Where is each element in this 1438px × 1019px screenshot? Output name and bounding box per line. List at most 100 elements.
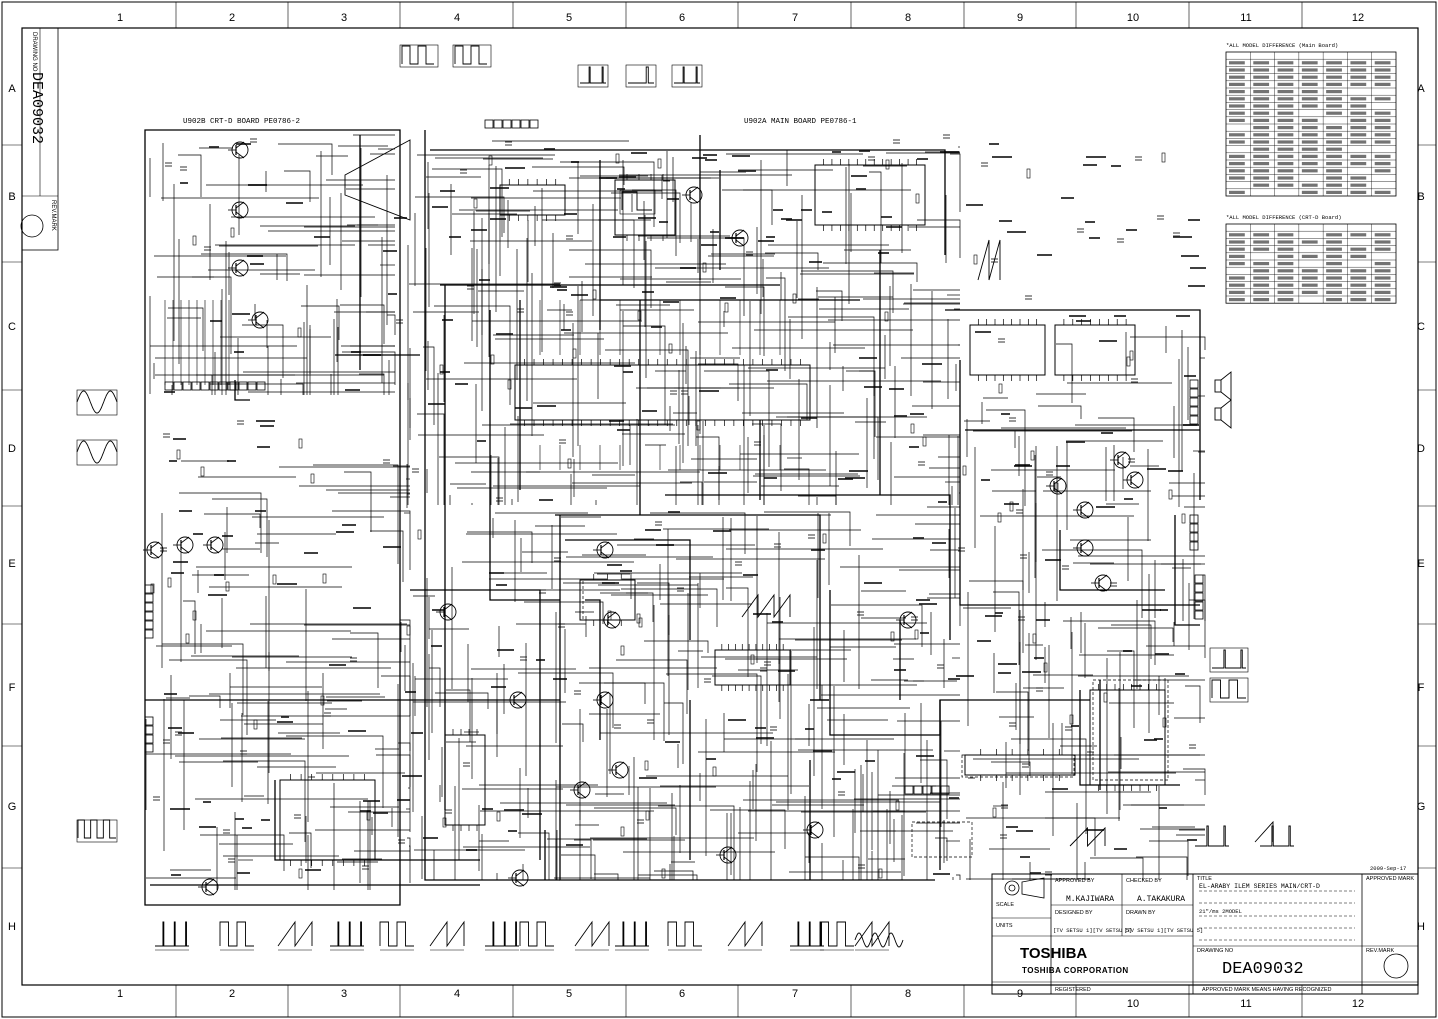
title-label: TITLE	[1197, 876, 1212, 882]
square-waveform	[219, 921, 254, 947]
column-label-top: 8	[905, 12, 911, 24]
scale-label: SCALE	[996, 902, 1014, 908]
square-waveform	[519, 921, 554, 947]
sawtooth-waveform	[429, 920, 465, 948]
sine-waveform	[76, 390, 118, 414]
sawtooth-waveform	[277, 920, 313, 948]
pulse-waveform	[155, 921, 189, 947]
ic-package	[279, 774, 376, 866]
pulse-waveform	[615, 921, 649, 947]
sawtooth-waveform	[854, 920, 890, 948]
title-rev-mark-label: REV.MARK	[1366, 948, 1395, 954]
transistor-symbol	[1073, 501, 1094, 519]
row-label-left: G	[8, 801, 17, 813]
transistor-symbol	[570, 781, 591, 799]
transistor-symbol	[682, 186, 703, 204]
sawtooth-waveform	[741, 593, 791, 619]
ic-package	[814, 159, 926, 231]
square-waveform	[379, 921, 414, 947]
transistor-symbol	[143, 541, 164, 559]
transistor-symbol	[228, 201, 249, 219]
transistor-symbol	[506, 691, 527, 709]
pulse-waveform	[485, 921, 519, 947]
title-block: APPROVED BY CHECKED BY M.KAJIWARA A.TAKA…	[991, 873, 1419, 995]
sawtooth-waveform	[1069, 826, 1106, 848]
footer-note: APPROVED MARK MEANS HAVING RECOGNIZED	[1202, 987, 1332, 993]
row-label-left: A	[8, 83, 16, 95]
transistor-symbol	[1091, 574, 1112, 592]
transistor-symbol	[248, 311, 269, 329]
drawn-by-value: [TV SETSU 1][TV SETSU 5]	[1124, 927, 1203, 934]
column-label-bottom: 8	[905, 988, 911, 1000]
transistor-symbol	[593, 541, 614, 559]
column-label-bottom: 11	[1240, 998, 1251, 1010]
column-label-bottom: 5	[566, 988, 572, 1000]
row-label-left: E	[8, 558, 15, 570]
crt-board-label: U902B CRT-D BOARD PE0786-2	[183, 118, 300, 126]
crt-table-title: *ALL MODEL DIFFERENCE (CRT-D Board)	[1226, 214, 1342, 221]
row-label-right: G	[1417, 801, 1426, 813]
crt-neck-symbol	[344, 139, 411, 221]
ic-package	[499, 179, 566, 221]
registered-label: REGISTERED	[1055, 987, 1091, 993]
square-waveform	[621, 191, 652, 211]
toshiba-logo: TOSHIBA	[1020, 945, 1087, 962]
transistor-symbol	[593, 691, 614, 709]
transistor-symbol	[198, 878, 219, 896]
sawtooth-waveform	[977, 239, 1001, 281]
title-drawing-no-label: DRAWING NO	[1197, 948, 1234, 954]
row-label-right: H	[1417, 921, 1425, 933]
main-table-title: *ALL MODEL DIFFERENCE (Main Board)	[1226, 42, 1338, 49]
row-label-right: D	[1417, 443, 1425, 455]
sawtooth-waveform	[1254, 820, 1274, 843]
sine-waveform	[76, 440, 118, 464]
column-label-top: 2	[229, 12, 235, 24]
drawn-by-label: DRAWN BY	[1126, 910, 1156, 916]
square-waveform	[401, 45, 434, 65]
side-strip: DRAWING NO DEA09032 REV.MARK	[20, 27, 59, 251]
checked-by-label: CHECKED BY	[1126, 878, 1162, 884]
approved-mark-label: APPROVED MARK	[1366, 876, 1414, 882]
row-label-right: A	[1417, 83, 1425, 95]
square-waveform	[819, 921, 854, 947]
schematic-wiring	[144, 129, 1206, 906]
column-label-top: 11	[1240, 12, 1251, 24]
transistor-symbol	[716, 846, 737, 864]
side-drawing-no-label: DRAWING NO	[31, 32, 37, 72]
column-label-top: 3	[341, 12, 347, 24]
sawtooth-waveform	[727, 920, 763, 948]
connector	[144, 716, 154, 753]
transistor-symbol	[508, 869, 529, 887]
pulse-waveform	[674, 66, 700, 84]
crt-board-difference-table: *ALL MODEL DIFFERENCE (CRT-D Board)	[1225, 214, 1397, 304]
row-label-left: C	[8, 321, 16, 333]
toshiba-corporation: TOSHIBA CORPORATION	[1022, 966, 1129, 975]
waveform-insets	[76, 44, 1294, 951]
transistor-symbol	[436, 603, 457, 621]
inner-frame	[21, 27, 1419, 986]
transistor-symbol	[1110, 451, 1131, 469]
ic-package	[1054, 319, 1136, 381]
transistor-symbol	[1123, 471, 1144, 489]
ic-package	[614, 174, 676, 241]
drawing-title: EL-ARABY ILEM SERIES MAIN/CRT-D	[1199, 883, 1320, 890]
main-board-label: U902A MAIN BOARD PE0786-1	[744, 118, 857, 126]
square-waveform	[667, 921, 702, 947]
units-label: UNITS	[996, 923, 1013, 929]
pulse-waveform	[790, 921, 824, 947]
row-label-right: F	[1418, 682, 1425, 694]
ic-package	[714, 644, 791, 691]
column-label-bottom: 7	[792, 988, 798, 1000]
connector	[164, 381, 237, 391]
pulse-waveform	[1195, 825, 1229, 847]
connector	[484, 119, 539, 129]
ic-package	[444, 729, 486, 831]
transistor-symbol	[1073, 539, 1094, 557]
connector	[1189, 514, 1199, 551]
row-label-left: D	[8, 443, 16, 455]
title-drawing-no: DEA09032	[1222, 960, 1304, 979]
